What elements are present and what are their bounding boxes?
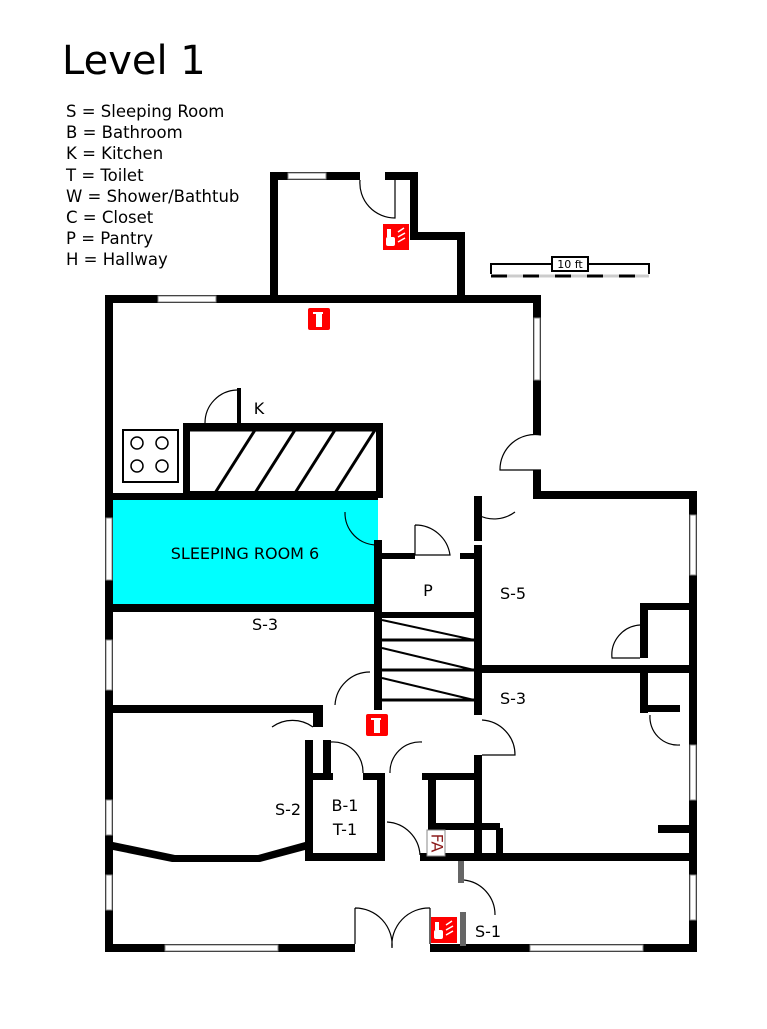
fire-extinguisher-icon [308,308,330,330]
stairs-lower [381,619,475,702]
sleeping-room-6-highlight[interactable] [113,500,378,606]
fire-alarm-pull-icon [431,917,457,943]
scale-bar: 10 ft [490,256,650,278]
fire-extinguisher-icon [366,714,388,736]
legend-item: T = Toilet [66,165,144,185]
legend-item: K = Kitchen [66,144,164,164]
room-label-t1: T-1 [332,820,357,839]
legend-item: C = Closet [66,208,154,228]
legend-item: W = Shower/Bathtub [66,186,240,206]
legend-item: H = Hallway [66,250,168,270]
fa-label: FA [428,834,447,853]
stairs-upper [190,428,377,495]
legend: S = Sleeping Room B = Bathroom K = Kitch… [66,101,239,271]
room-label-s3-left: S-3 [252,615,278,634]
doors[interactable] [204,179,681,949]
room-label-s2: S-2 [275,800,301,819]
room-label-pantry: P [423,581,433,600]
room-label-s1: S-1 [475,922,501,941]
fire-alarm-pull-icon [383,224,409,250]
scale-label: 10 ft [557,258,583,271]
windows [105,172,697,952]
walls [105,172,697,952]
room-label-kitchen: K [254,399,265,418]
room-label-b1: B-1 [332,796,359,815]
room-label-sleeping-6[interactable]: SLEEPING ROOM 6 [171,544,319,563]
room-label-s3-right: S-3 [500,689,526,708]
stove-icon [122,429,179,483]
legend-item: P = Pantry [66,229,154,249]
fire-alarm-panel: FA [426,829,447,857]
room-label-s5: S-5 [500,584,526,603]
legend-item: S = Sleeping Room [66,102,225,121]
page-title: Level 1 [62,38,206,84]
legend-item: B = Bathroom [66,123,183,143]
